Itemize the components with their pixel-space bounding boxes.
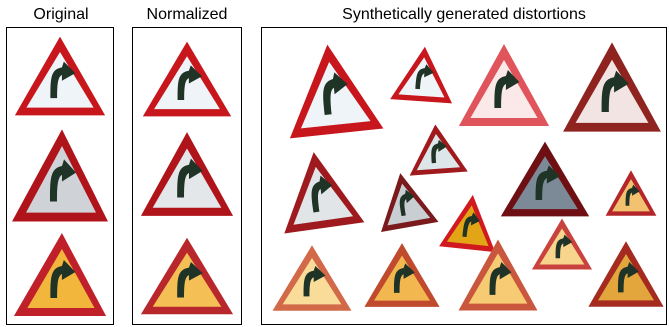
synthetic-sign-14 [458,239,538,311]
synthetic-sign-7 [381,173,439,232]
synthetic-sign-5 [409,124,468,176]
normalized-sign-white [142,41,232,117]
normalized-sign-yellow [140,237,234,315]
original-sign-gray [12,129,108,222]
synthetic-sign-15 [588,241,664,307]
normalized-sign-gray [140,132,234,216]
synthetic-sign-12 [272,245,352,311]
synthetic-sign-3 [458,44,550,126]
heading-normalized: Normalized [146,6,228,23]
original-sign-yellow [13,233,107,316]
heading-synthetic: Synthetically generated distortions [342,6,586,23]
synthetic-sign-9 [605,170,657,216]
synthetic-sign-8 [500,141,590,217]
heading-original: Original [33,6,89,23]
synthetic-sign-1 [289,44,384,139]
original-sign-white [14,36,106,116]
synthetic-sign-13 [364,243,440,307]
synthetic-sign-10 [439,194,496,253]
synthetic-sign-6 [284,152,365,234]
synthetic-sign-4 [563,42,661,132]
synthetic-sign-11 [531,218,593,270]
synthetic-sign-2 [390,46,453,104]
